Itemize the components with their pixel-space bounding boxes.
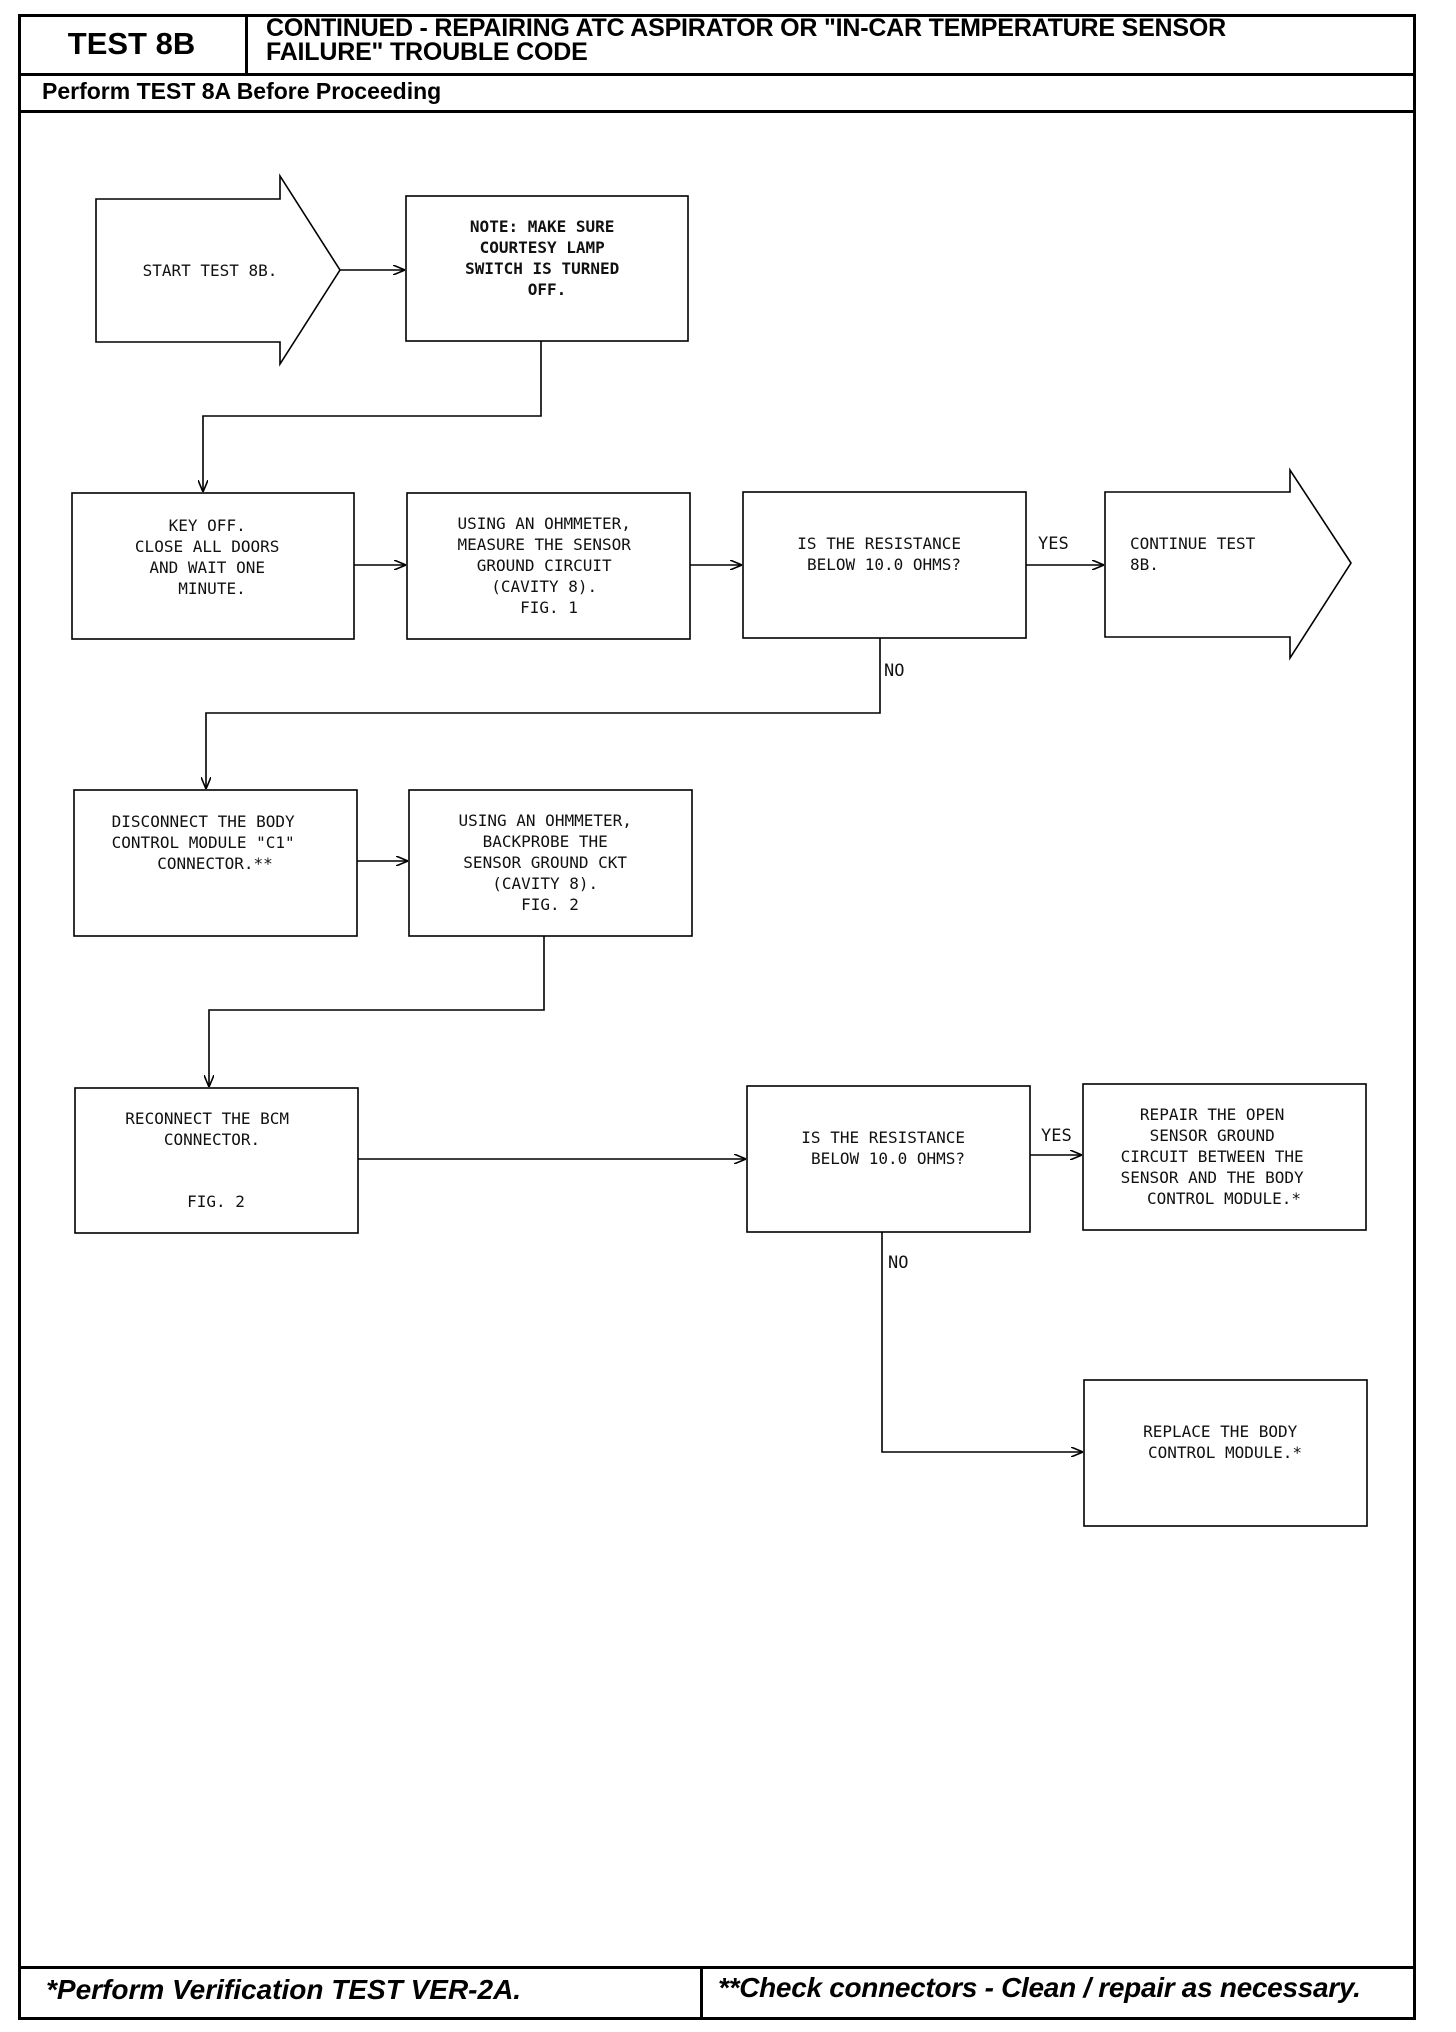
continue-arrow-shape — [1104, 467, 1352, 661]
connector-decision1-disconnect — [206, 638, 881, 788]
connector-decision2-replace — [881, 1232, 1082, 1452]
disconnect-text: DISCONNECT THE BODY CONTROL MODULE "C1" … — [112, 812, 305, 873]
page-frame — [18, 14, 1416, 2020]
page-subtitle: Perform TEST 8A Before Proceeding — [42, 78, 442, 104]
repair-box — [1082, 1083, 1367, 1231]
page-title: CONTINUED - REPAIRING ATC ASPIRATOR OR "… — [266, 14, 1406, 66]
yes-label-1: YES — [1038, 534, 1069, 554]
key-off-box — [71, 492, 355, 640]
footer-note-verification: *Perform Verification TEST VER-2A. — [46, 1974, 522, 2005]
measure-box — [406, 492, 691, 640]
header-bottom-rule — [18, 110, 1416, 113]
no-label-1: NO — [884, 661, 904, 681]
footer-divider — [700, 1966, 703, 2020]
yes-label-2: YES — [1041, 1126, 1072, 1146]
connector-backprobe-reconnect — [209, 936, 545, 1086]
test-id: TEST 8B — [18, 14, 248, 76]
start-arrow-shape — [95, 173, 341, 367]
note-text: NOTE: MAKE SURE COURTESY LAMP SWITCH IS … — [465, 217, 629, 299]
footer-rule — [18, 1966, 1416, 1969]
no-label-2: NO — [888, 1253, 908, 1273]
backprobe-box — [408, 789, 693, 937]
reconnect-text: RECONNECT THE BCM CONNECTOR. — [125, 1109, 298, 1149]
connector-note-keyoff — [203, 341, 542, 491]
disconnect-box — [73, 789, 358, 937]
note-box — [405, 195, 689, 342]
reconnect-box — [74, 1087, 359, 1234]
repair-text: REPAIR THE OPEN SENSOR GROUND CIRCUIT BE… — [1121, 1105, 1314, 1208]
decision-2-box — [746, 1085, 1031, 1233]
start-text: START TEST 8B. — [143, 261, 278, 280]
replace-box — [1083, 1379, 1368, 1527]
key-off-text: KEY OFF. CLOSE ALL DOORS AND WAIT ONE MI… — [135, 516, 289, 598]
measure-text: USING AN OHMMETER, MEASURE THE SENSOR GR… — [457, 514, 640, 617]
backprobe-text: USING AN OHMMETER, BACKPROBE THE SENSOR … — [458, 811, 641, 914]
decision-2-text: IS THE RESISTANCE BELOW 10.0 OHMS? — [801, 1128, 974, 1168]
continue-text: CONTINUE TEST 8B. — [1130, 534, 1265, 574]
reconnect-fig: FIG. 2 — [187, 1192, 245, 1211]
replace-text: REPLACE THE BODY CONTROL MODULE.* — [1143, 1422, 1307, 1462]
title-line-1: CONTINUED - REPAIRING ATC ASPIRATOR OR "… — [266, 14, 1226, 42]
title-line-2: FAILURE" TROUBLE CODE — [266, 38, 588, 66]
header-divider — [248, 73, 1416, 76]
decision-1-text: IS THE RESISTANCE BELOW 10.0 OHMS? — [797, 534, 970, 574]
footer-note-connectors: **Check connectors - Clean / repair as n… — [718, 1972, 1361, 2003]
